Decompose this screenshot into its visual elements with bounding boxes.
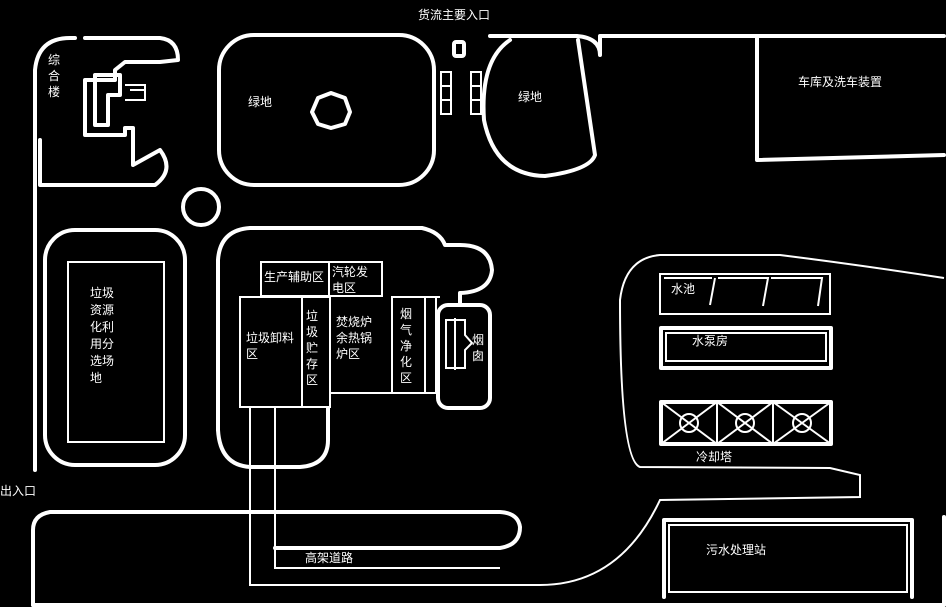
office-building-outline xyxy=(38,36,180,187)
left-boundary xyxy=(33,36,77,472)
label-flue-gas: 烟气净化区 xyxy=(400,307,413,385)
gate-booth xyxy=(452,40,466,58)
green-area-right xyxy=(481,38,597,178)
pool-outline xyxy=(659,273,831,315)
roundabout xyxy=(181,187,221,227)
pump-house-outline xyxy=(659,326,833,370)
label-unloading: 垃圾卸料区 xyxy=(246,331,295,361)
sewage-outer xyxy=(662,518,914,599)
label-sewage: 污水处理站 xyxy=(706,543,767,557)
label-green-left: 绿地 xyxy=(248,95,273,109)
label-incinerator: 焚烧炉余热锅炉区 xyxy=(336,315,373,361)
lower-road-loop xyxy=(31,510,522,607)
label-garage: 车库及洗车装置 xyxy=(798,75,883,89)
chimney-outline xyxy=(436,303,492,410)
label-storage: 垃圾贮存区 xyxy=(306,309,319,387)
label-chimney: 烟囱 xyxy=(472,333,485,363)
label-green-right: 绿地 xyxy=(518,90,543,104)
office-inner xyxy=(93,73,122,127)
label-main-cargo-entrance: 货流主要入口 xyxy=(418,8,491,22)
fountain xyxy=(310,91,352,130)
label-cooling-tower: 冷却塔 xyxy=(696,450,733,464)
label-pump-house: 水泵房 xyxy=(692,334,729,348)
label-office-building: 综合楼 xyxy=(48,53,61,99)
cooling-cells xyxy=(660,401,832,445)
garage-outline xyxy=(755,34,946,162)
office-detail xyxy=(125,84,146,101)
label-exit-entrance: 出入口 xyxy=(0,484,37,498)
label-turbine: 汽轮发电区 xyxy=(332,265,369,295)
label-pool: 水池 xyxy=(671,282,696,296)
label-elevated-road: 高架道路 xyxy=(305,551,354,565)
sorting-field-inner xyxy=(67,261,165,443)
label-sorting-field: 垃圾资源化利用分选场地 xyxy=(90,286,115,385)
elevated-road xyxy=(249,254,945,586)
green-area-left xyxy=(217,33,436,187)
main-plant-outline xyxy=(216,226,494,432)
label-production-aux: 生产辅助区 xyxy=(264,270,325,284)
sewage-inner xyxy=(668,524,908,593)
gate-barrier-right xyxy=(470,71,482,115)
cooling-tower-outline xyxy=(659,400,833,446)
site-boundary xyxy=(488,34,946,57)
gate-barrier-left xyxy=(440,71,452,115)
sorting-field-outer xyxy=(43,228,187,467)
